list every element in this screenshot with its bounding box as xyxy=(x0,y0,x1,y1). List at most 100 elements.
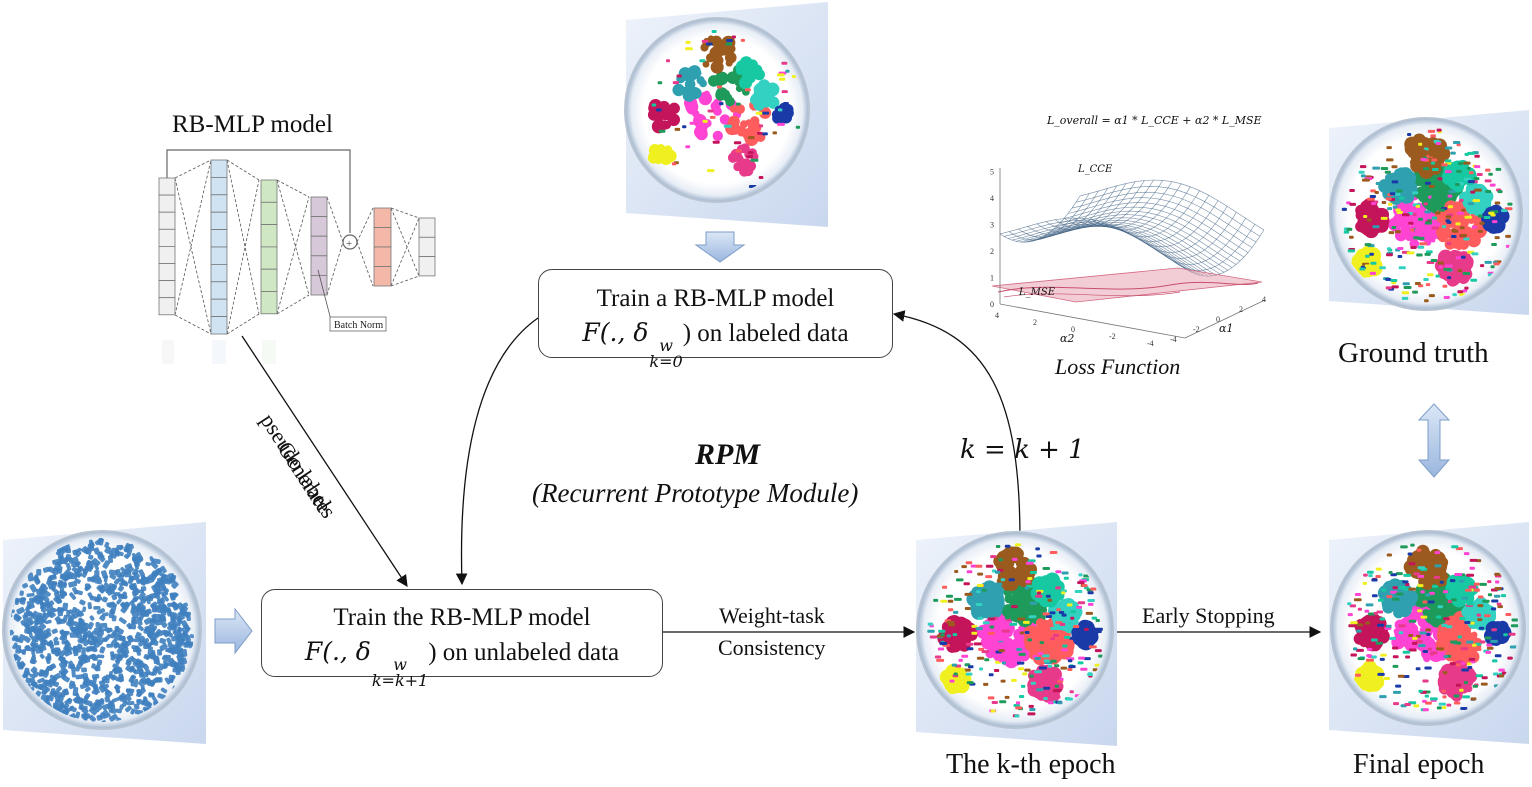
labeled-data-panel xyxy=(624,2,828,227)
ground-truth-caption: Ground truth xyxy=(1338,337,1489,369)
svg-text:+: + xyxy=(346,238,352,250)
mlp-layer-4-unit xyxy=(310,196,328,218)
generate-pseudo-labels-arrow xyxy=(241,335,408,587)
alpha2-tick-label: 0 xyxy=(1071,325,1075,334)
labeled-sup: w xyxy=(659,335,673,355)
right-block-arrow xyxy=(214,607,253,655)
weight-task-label-1: Weight-task xyxy=(719,603,825,628)
labeled-tail: ) on labeled data xyxy=(682,319,849,347)
labeled-func: F(., δ xyxy=(582,317,649,347)
mlp-layer-1-unit xyxy=(158,280,176,299)
unlabeled-tail: ) on unlabeled data xyxy=(428,638,620,666)
kth-epoch-panel-points xyxy=(927,543,1107,718)
mlp-connections xyxy=(174,159,420,335)
mlp-layer-3-unit xyxy=(260,268,278,292)
kth-epoch-panel xyxy=(916,522,1117,746)
mlp-layer-5-unit xyxy=(373,227,392,248)
mlp-layer-2-unit xyxy=(210,246,228,265)
mlp-layer-2-unit xyxy=(210,281,228,300)
z-tick-label: 1 xyxy=(990,274,994,283)
mlp-layer-2-unit xyxy=(210,316,228,335)
labeled-data-panel-points xyxy=(647,30,801,188)
mlp-layer-4-unit xyxy=(310,216,328,237)
mlp-layer-1-unit xyxy=(158,245,176,264)
alpha1-tick-label: -4 xyxy=(1170,335,1177,344)
mlp-layer-1-unit xyxy=(158,263,176,282)
cce-mesh-surface xyxy=(999,179,1265,277)
mlp-layer-3-unit xyxy=(260,246,278,270)
mlp-layer-1-unit xyxy=(158,194,176,213)
iterate-arrow xyxy=(892,310,1021,541)
mlp-layer-3-unit xyxy=(260,179,278,203)
alpha1-axis-label: α1 xyxy=(1219,322,1234,335)
skip-connection xyxy=(166,149,351,233)
labeled-box-line1: Train a RB-MLP model xyxy=(596,285,835,312)
final-epoch-caption: Final epoch xyxy=(1353,749,1485,780)
unlabeled-sup: w xyxy=(393,654,407,674)
mlp-layer-5-unit xyxy=(373,207,392,228)
z-tick-label: 4 xyxy=(990,194,994,203)
alpha1-tick-label: 0 xyxy=(1216,315,1220,324)
mlp-layer-1-unit xyxy=(158,177,176,196)
down-block-arrow xyxy=(694,231,746,263)
double-block-arrow xyxy=(1417,403,1451,478)
weight-task-label-2: Consistency xyxy=(718,635,826,660)
mse-surface xyxy=(991,267,1263,303)
mlp-layer-3-unit xyxy=(260,201,278,226)
mlp-layer-4-unit xyxy=(310,235,328,257)
cce-surface-label: L_CCE xyxy=(1078,164,1113,175)
alpha2-axis-label: α2 xyxy=(1060,332,1075,345)
iterate-label: k = k + 1 xyxy=(960,435,1085,465)
batch-norm-box xyxy=(329,316,387,332)
early-stopping-label: Early Stopping xyxy=(1142,603,1275,628)
kth-epoch-caption: The k-th epoch xyxy=(946,749,1116,780)
loss-caption: Loss Function xyxy=(1055,354,1181,379)
unlabeled-sub: k=k+1 xyxy=(371,670,429,690)
mlp-layer-2-unit xyxy=(210,211,228,230)
mlp-layer-2-unit xyxy=(210,263,228,283)
ground-truth-panel-points xyxy=(1341,128,1513,303)
mlp-layer-5-unit xyxy=(373,246,392,267)
z-tick-label: 5 xyxy=(990,168,994,177)
rpm-subtitle: (Recurrent Prototype Module) xyxy=(532,478,859,508)
final-epoch-panel-points xyxy=(1347,543,1519,712)
unlabeled-data-panel xyxy=(2,522,206,744)
unlabeled-data-panel-points xyxy=(9,537,195,723)
rb-mlp-title: RB-MLP model xyxy=(172,111,333,138)
z-tick-label: 3 xyxy=(990,221,994,230)
ground-truth-panel xyxy=(1329,110,1529,315)
mlp-layer-1-unit xyxy=(158,228,176,247)
rb-mlp-architecture: + Batch Norm xyxy=(158,149,436,364)
mlp-layer-3-unit xyxy=(260,291,278,315)
mlp-layer-5-unit xyxy=(373,266,392,287)
loss-equation: L_overall = α1 * L_CCE + α2 * L_MSE xyxy=(1047,114,1262,127)
mlp-layer-2-unit xyxy=(210,176,228,196)
mlp-layer-4-unit xyxy=(310,274,328,296)
batch-norm-label: Batch Norm xyxy=(334,320,383,331)
labeled-sub: k=0 xyxy=(649,351,683,371)
alpha2-tick-label: -4 xyxy=(1147,339,1154,348)
mlp-layer-2-unit xyxy=(210,298,228,318)
alpha1-tick-label: -2 xyxy=(1193,325,1200,334)
mlp-layer-3-unit xyxy=(260,224,278,248)
unlabeled-func: F(., δ xyxy=(304,636,371,666)
alpha1-tick-label: 2 xyxy=(1239,305,1243,314)
mlp-layer-2-unit xyxy=(210,159,228,178)
mlp-layer-6-unit xyxy=(418,217,436,238)
mlp-layer-1-unit xyxy=(158,211,176,230)
alpha2-tick-label: 4 xyxy=(995,311,999,320)
mlp-layer-6-unit xyxy=(418,236,436,258)
mlp-layer-6-unit xyxy=(418,256,436,277)
mlp-layer-2-unit xyxy=(210,194,228,213)
final-epoch-panel xyxy=(1329,522,1529,744)
unlabeled-box-line1: Train the RB-MLP model xyxy=(333,604,591,631)
rpm-title: RPM xyxy=(695,438,761,471)
mse-surface-label: L_MSE xyxy=(1019,287,1056,298)
mlp-layer-2-unit xyxy=(210,229,228,248)
loop-back-arrow xyxy=(455,317,539,586)
